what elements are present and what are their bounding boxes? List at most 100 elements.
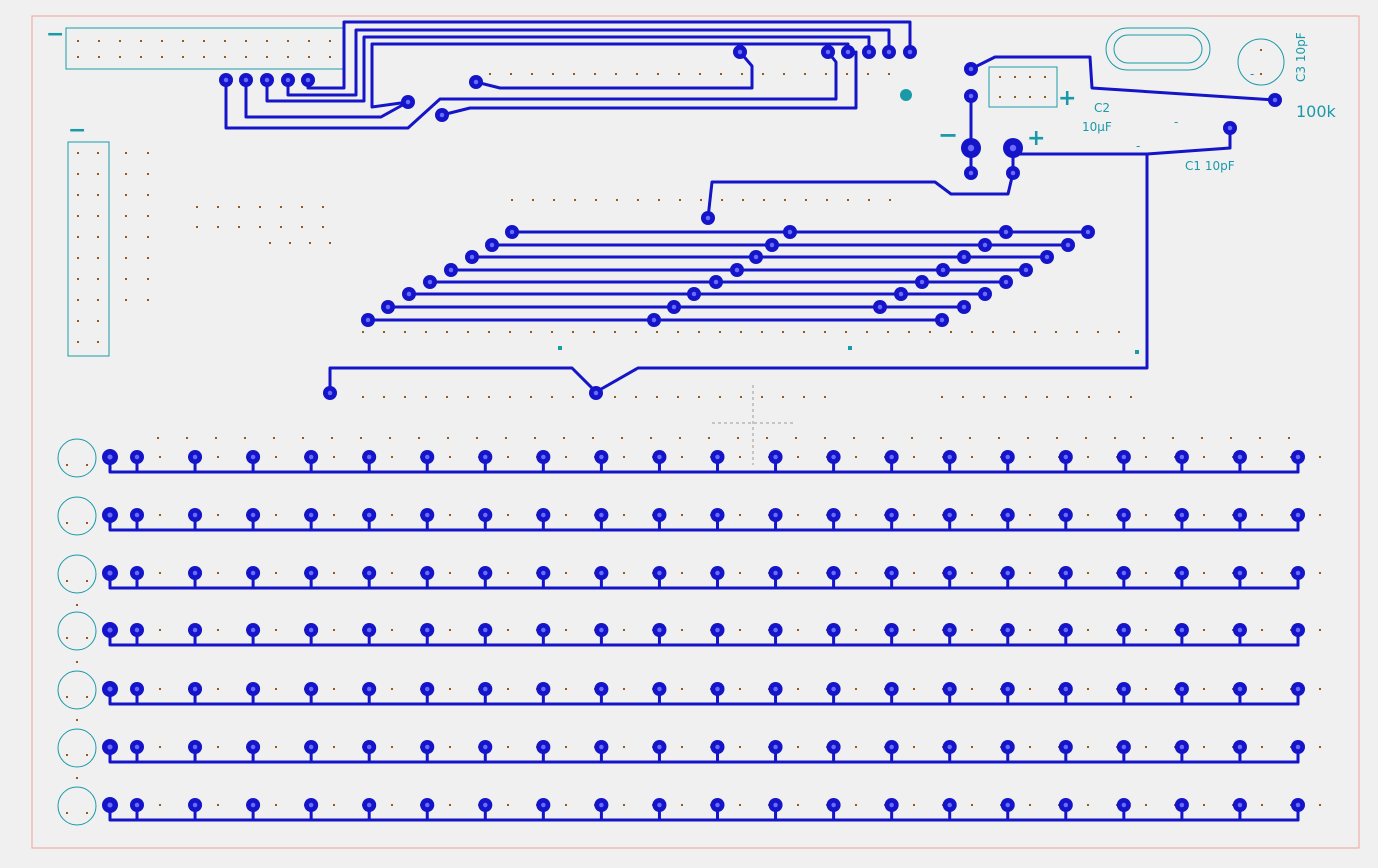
pad-hole [1121, 744, 1127, 750]
grid-dot [1014, 76, 1016, 78]
grid-dot [1203, 688, 1205, 690]
pad-hole [483, 512, 488, 518]
grid-dot [125, 299, 127, 301]
grid-dot [159, 572, 161, 574]
grid-dot [119, 56, 121, 58]
grid-dot [1087, 804, 1089, 806]
grid-dot [383, 396, 385, 398]
pad-hole [1121, 454, 1127, 460]
grid-dot [739, 629, 741, 631]
trace [244, 78, 410, 119]
pad-hole [715, 686, 720, 692]
grid-dot [97, 278, 99, 280]
grid-dot [1087, 514, 1089, 516]
grid-dot [739, 746, 741, 748]
grid-dot [488, 331, 490, 333]
plus-sign-power: + [1027, 126, 1045, 151]
grid-dot [147, 278, 149, 280]
pad-hole [831, 627, 836, 633]
grid-dot [97, 257, 99, 259]
grid-dot [449, 456, 451, 458]
grid-dot [803, 331, 805, 333]
grid-dot [507, 629, 509, 631]
pad-hole [541, 627, 546, 633]
grid-dot [245, 40, 247, 42]
grid-dot [383, 331, 385, 333]
grid-dot [86, 696, 88, 698]
grid-dot [125, 152, 127, 154]
trace [474, 50, 754, 90]
grid-dot [467, 331, 469, 333]
grid-dot [425, 396, 427, 398]
grid-dot [551, 396, 553, 398]
grid-dot [614, 396, 616, 398]
grid-dot [552, 73, 554, 75]
pad-hole [831, 570, 836, 576]
grid-dot [125, 278, 127, 280]
pad-hole [1272, 97, 1278, 103]
grid-dot [761, 331, 763, 333]
grid-dot [309, 242, 311, 244]
grid-dot [333, 804, 335, 806]
pad-hole [947, 802, 952, 808]
pad-hole [305, 77, 311, 83]
pad-hole [657, 802, 662, 808]
grid-dot [322, 226, 324, 228]
pad-hole [1179, 802, 1185, 808]
pad-hole [250, 802, 256, 808]
grid-dot [1143, 437, 1145, 439]
grid-dot [782, 396, 784, 398]
pad-hole [1295, 686, 1301, 692]
grid-dot [971, 456, 973, 458]
grid-dot [360, 437, 362, 439]
grid-dot [275, 514, 277, 516]
grid-dot [77, 320, 79, 322]
grid-dot [76, 777, 78, 779]
grid-dot [635, 396, 637, 398]
grid-dot [1319, 572, 1321, 574]
grid-dot [287, 40, 289, 42]
pad-hole [831, 686, 836, 692]
grid-dot [217, 804, 219, 806]
dash-mark-c3: - [1250, 67, 1254, 81]
grid-dot [217, 746, 219, 748]
grid-dot [1085, 437, 1087, 439]
grid-dot [147, 257, 149, 259]
grid-dot [259, 206, 261, 208]
plus-sign-c2: + [1058, 86, 1076, 111]
label-c1: C1 10pF [1185, 159, 1235, 173]
trace [265, 35, 871, 103]
grid-dot [846, 73, 848, 75]
grid-dot [797, 804, 799, 806]
pad-hole [250, 686, 256, 692]
grid-dot [623, 746, 625, 748]
grid-dot [657, 73, 659, 75]
grid-dot [531, 73, 533, 75]
grid-dot [159, 629, 161, 631]
pad-hole [1063, 454, 1069, 460]
grid-dot [999, 76, 1001, 78]
pad-hole [541, 686, 546, 692]
grid-dot [275, 804, 277, 806]
pad-hole [192, 686, 198, 692]
pad-hole [773, 744, 778, 750]
grid-dot [855, 572, 857, 574]
grid-dot [425, 331, 427, 333]
pad-hole [366, 802, 372, 808]
grid-dot [1114, 437, 1116, 439]
pad-hole [1295, 744, 1301, 750]
pad-hole [1237, 686, 1243, 692]
grid-dot [855, 514, 857, 516]
pad-hole [715, 802, 720, 808]
test-point-marker [900, 89, 912, 101]
grid-dot [507, 456, 509, 458]
pad-hole [889, 686, 894, 692]
label-100k: 100k [1296, 102, 1337, 121]
dash-mark-c1a: - [1174, 115, 1178, 129]
grid-dot [203, 56, 205, 58]
grid-dot [447, 437, 449, 439]
grid-dot [1067, 396, 1069, 398]
grid-dot [1056, 437, 1058, 439]
grid-dot [217, 688, 219, 690]
